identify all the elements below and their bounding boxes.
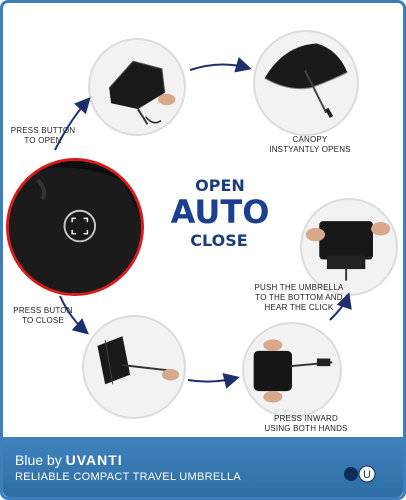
footer-bar: Blue by UVANTI RELIABLE COMPACT TRAVEL U… bbox=[3, 437, 403, 497]
brand-name: Blue by UVANTI bbox=[15, 452, 123, 468]
button-closeup-photo bbox=[6, 158, 144, 296]
caption-line: CANOPY bbox=[292, 135, 328, 144]
button-closeup-icon bbox=[9, 161, 141, 293]
umbrella-pushing-icon bbox=[305, 221, 391, 281]
caption-line: TO THE BOTTOM AND bbox=[255, 293, 343, 302]
caption-press-button-to-close: PRESS BUTON TO CLOSE bbox=[8, 306, 78, 326]
umbrella-pressing-photo bbox=[242, 322, 342, 418]
word-close: CLOSE bbox=[190, 231, 248, 250]
caption-press-button-to-open: PRESS BUTTON TO OPEN bbox=[8, 126, 78, 146]
umbrella-open-photo bbox=[253, 30, 359, 136]
umbrella-closing-icon bbox=[97, 336, 180, 385]
caption-press-inward: PRESS INWARD USING BOTH HANDS bbox=[250, 414, 362, 434]
tagline: RELIABLE COMPACT TRAVEL UMBRELLA bbox=[15, 471, 242, 483]
caption-line: TO CLOSE bbox=[22, 316, 64, 325]
caption-line: PRESS INWARD bbox=[274, 414, 338, 423]
caption-line: HEAR THE CLICK bbox=[264, 303, 334, 312]
caption-line: INSTYANTLY OPENS bbox=[269, 145, 351, 154]
umbrella-open-icon bbox=[264, 43, 348, 118]
caption-line: PRESS BUTON bbox=[13, 306, 73, 315]
umbrella-pressing-icon bbox=[253, 339, 333, 403]
word-auto: AUTO bbox=[170, 193, 270, 231]
brand-prefix: Blue by bbox=[15, 452, 62, 468]
caption-line: PUSH THE UMBRELLA bbox=[254, 283, 344, 292]
brand-logo: UVANTI bbox=[65, 452, 123, 468]
umbrella-pushing-photo bbox=[300, 198, 398, 296]
umbrella-closing-photo bbox=[82, 315, 186, 419]
caption-line: USING BOTH HANDS bbox=[264, 424, 348, 433]
brand-badge-icon: U bbox=[344, 465, 376, 483]
caption-line: PRESS BUTTON bbox=[10, 126, 76, 135]
umbrella-opening-icon bbox=[108, 60, 176, 125]
caption-line: TO OPEN bbox=[24, 136, 62, 145]
word-open: OPEN bbox=[195, 176, 245, 195]
caption-push-to-bottom: PUSH THE UMBRELLA TO THE BOTTOM AND HEAR… bbox=[240, 283, 358, 313]
umbrella-opening-photo bbox=[88, 38, 186, 136]
caption-canopy-opens: CANOPY INSTYANTLY OPENS bbox=[260, 135, 360, 155]
badge-letter: U bbox=[363, 469, 371, 481]
